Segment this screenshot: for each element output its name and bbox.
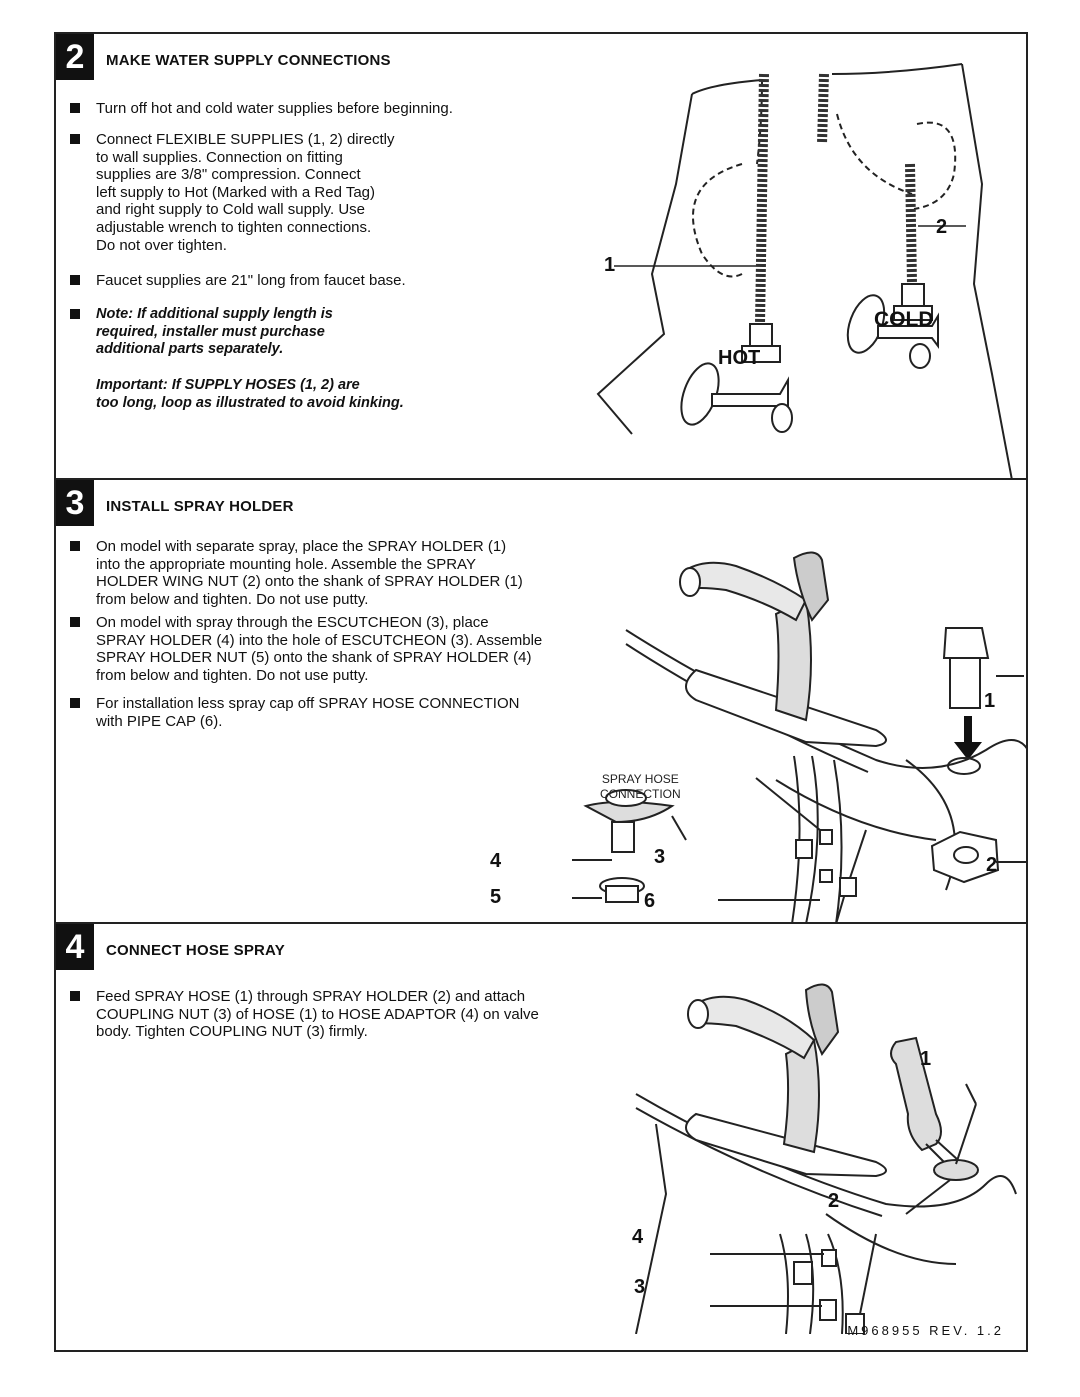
instruction-paragraph: Feed SPRAY HOSE (1) through SPRAY HOLDER… — [70, 988, 539, 1041]
section-spray-holder: 3 INSTALL SPRAY HOLDER On model with sep… — [56, 480, 1028, 924]
important-paragraph: Important: If SUPPLY HOSES (1, 2) are to… — [96, 377, 404, 411]
instruction-paragraph: On model with spray through the ESCUTCHE… — [70, 614, 542, 684]
cold-label: COLD — [874, 308, 934, 331]
instruction-frame: 2 MAKE WATER SUPPLY CONNECTIONS Turn off… — [54, 32, 1028, 1352]
hot-label: HOT — [718, 347, 761, 369]
bullet-icon — [70, 991, 80, 1001]
callout-2: 2 — [986, 854, 998, 876]
section-water-supply: 2 MAKE WATER SUPPLY CONNECTIONS Turn off… — [56, 34, 1026, 480]
callout-1: 1 — [604, 254, 616, 276]
supply-hoses-illustration — [596, 63, 1013, 480]
callout-4: 4 — [632, 1226, 644, 1248]
bullet-icon — [70, 309, 80, 319]
instruction-paragraph: Turn off hot and cold water supplies bef… — [70, 100, 453, 118]
bullet-icon — [70, 541, 80, 551]
bullet-icon — [70, 698, 80, 708]
bullet-icon — [70, 275, 80, 285]
note-paragraph: Note: If additional supply length is req… — [70, 306, 333, 359]
section-title: CONNECT HOSE SPRAY — [106, 942, 285, 959]
callout-1: 1 — [984, 690, 996, 712]
section-title: INSTALL SPRAY HOLDER — [106, 498, 294, 515]
step-number: 2 — [56, 34, 94, 80]
spray-holder-illustration — [572, 551, 1028, 924]
step-number: 4 — [56, 924, 94, 970]
callout-4: 4 — [490, 850, 502, 872]
section-title: MAKE WATER SUPPLY CONNECTIONS — [106, 52, 391, 69]
callout-1: 1 — [920, 1048, 932, 1070]
bullet-icon — [70, 103, 80, 113]
instruction-paragraph: On model with separate spray, place the … — [70, 538, 523, 608]
callout-2: 2 — [936, 216, 948, 238]
callout-5: 5 — [490, 886, 502, 908]
bullet-icon — [70, 134, 80, 144]
instruction-paragraph: Faucet supplies are 21" long from faucet… — [70, 272, 406, 290]
step-number: 3 — [56, 480, 94, 526]
instruction-paragraph: For installation less spray cap off SPRA… — [70, 695, 519, 730]
revision-code: M968955 REV. 1.2 — [847, 1323, 1004, 1338]
callout-6: 6 — [644, 890, 656, 912]
spray-hose-connection-label: SPRAY HOSE CONNECTION — [600, 772, 681, 801]
bullet-icon — [70, 617, 80, 627]
callout-2: 2 — [828, 1190, 840, 1212]
section-hose-spray: 4 CONNECT HOSE SPRAY Feed SPRAY HOSE (1)… — [56, 924, 1026, 1350]
instruction-paragraph: Connect FLEXIBLE SUPPLIES (1, 2) directl… — [70, 131, 394, 254]
hose-spray-illustration — [635, 983, 1017, 1334]
callout-3: 3 — [634, 1276, 646, 1298]
callout-3: 3 — [654, 846, 666, 868]
